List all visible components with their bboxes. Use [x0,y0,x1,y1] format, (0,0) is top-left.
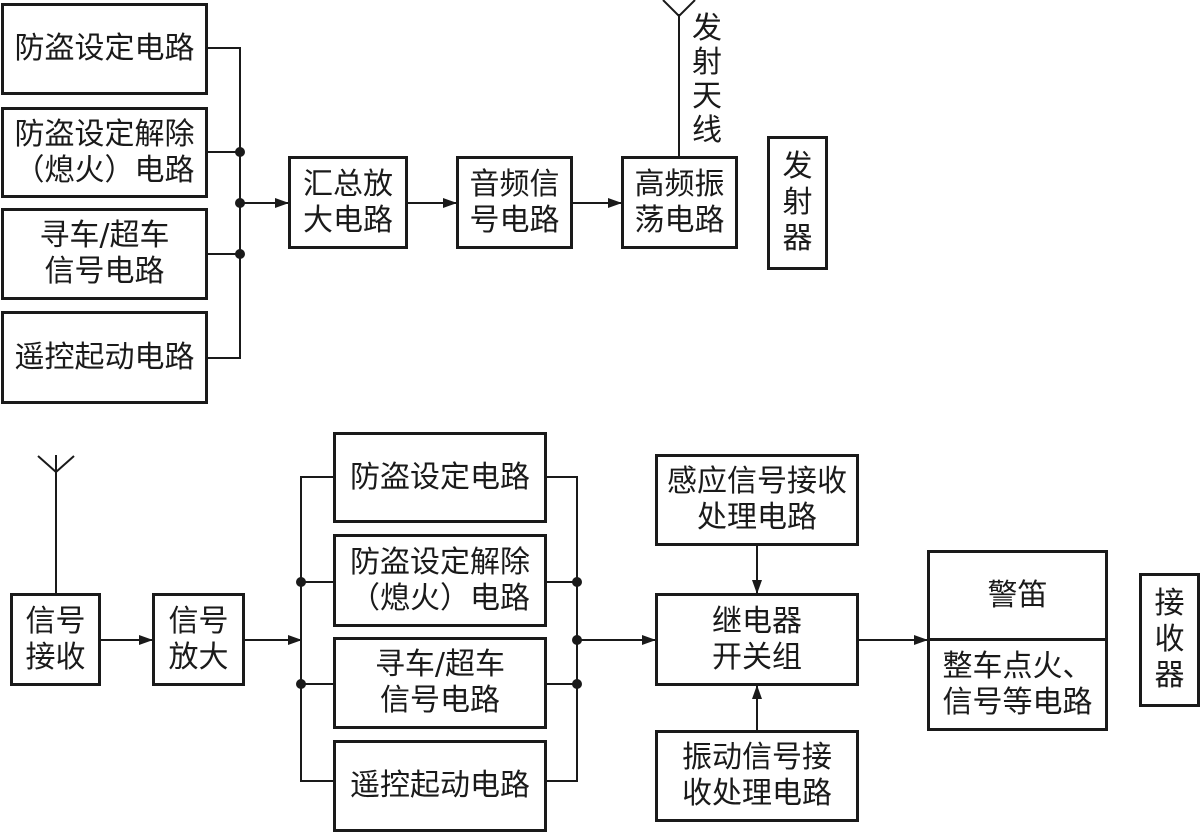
junction-dot [235,249,245,259]
decoder-right-bus [547,476,578,782]
output-block: 警笛 整车点火、 信号等电路 [927,550,1108,731]
audio-signal-block: 音频信 号电路 [456,156,573,249]
junction-dot [572,635,582,645]
tx-input-remote-start: 遥控起动电路 [1,311,208,404]
rx-decoder-car-finder: 寻车/超车 信号电路 [333,637,547,729]
summing-amplifier-block: 汇总放 大电路 [288,156,408,249]
rx-decoder-antitheft-set: 防盗设定电路 [333,432,547,523]
receive-antenna-icon [37,455,75,473]
tx-input-car-finder: 寻车/超车 信号电路 [1,208,208,300]
signal-amplifier-block: 信号 放大 [152,593,245,686]
transmit-antenna-icon [662,0,696,18]
tx-input-antitheft-set: 防盗设定电路 [1,3,208,95]
junction-dot [572,577,582,587]
vibration-signal-block: 振动信号接 收处理电路 [655,730,859,822]
decoder-left-bus [300,476,333,782]
transmitter-section-label: 发 射 器 [767,136,828,270]
ignition-signal-section: 整车点火、 信号等电路 [942,648,1093,720]
receiver-section-label: 接 收 器 [1139,573,1200,707]
antenna-label: 发 射 天 线 [692,11,722,148]
junction-dot [235,198,245,208]
junction-dot [235,147,245,157]
signal-receive-block: 信号 接收 [10,593,101,686]
junction-dot [296,577,306,587]
junction-dot [572,679,582,689]
rx-decoder-remote-start: 遥控起动电路 [333,740,547,832]
junction-dot [296,679,306,689]
hf-oscillator-block: 高频振 荡电路 [621,156,738,249]
relay-switch-group-block: 继电器 开关组 [655,593,859,686]
induction-signal-block: 感应信号接收 处理电路 [655,454,859,546]
siren-section: 警笛 [930,553,1105,641]
tx-input-antitheft-release: 防盗设定解除 （熄火）电路 [1,107,208,198]
rx-decoder-antitheft-release: 防盗设定解除 （熄火）电路 [333,534,547,627]
